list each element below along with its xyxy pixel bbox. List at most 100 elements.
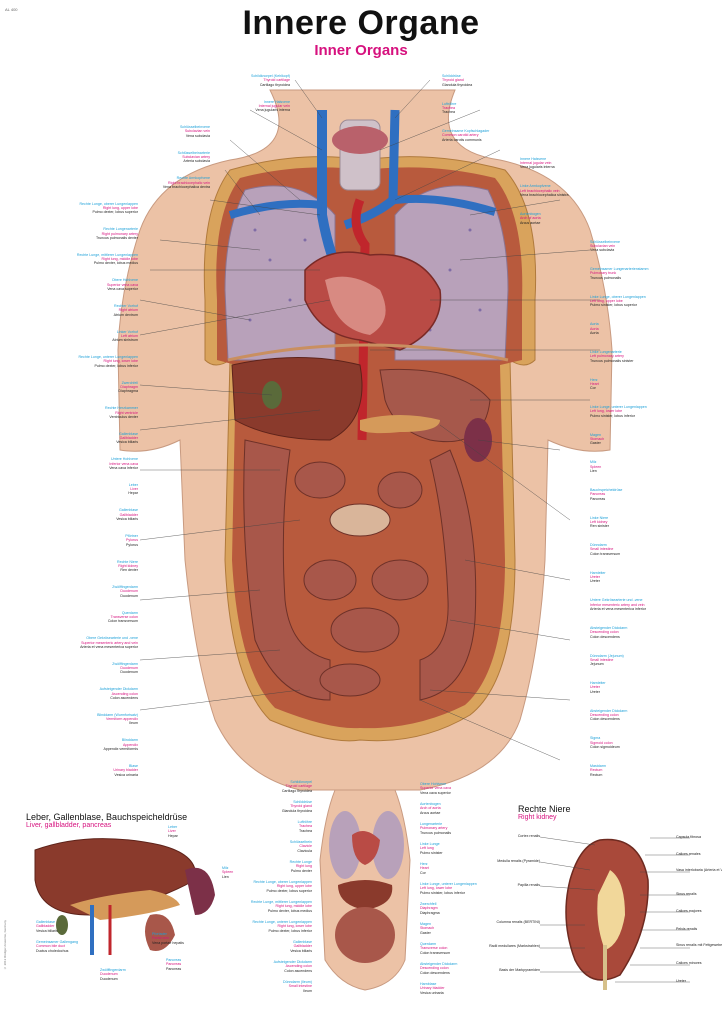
thyroid	[332, 126, 388, 154]
label-de: Gemeinsamer Lungenarterienstamm	[590, 267, 649, 272]
label-la: Pulmo dexter, lobus superior	[266, 888, 312, 893]
label-la: Colon descendens	[590, 634, 620, 639]
label-de: Untere Gekrösearterie und -vene	[590, 598, 643, 603]
anatomy-label: Sinus renalis	[676, 892, 697, 896]
label-de: Rechte Lungenarterie	[103, 227, 138, 232]
label-en: Spleen	[222, 870, 234, 875]
label-en: Thyroid cartilage	[285, 784, 312, 789]
label-la: Pulmo dexter	[290, 868, 312, 873]
label-la: Colon ascendens	[284, 968, 312, 973]
anatomy-label: Basis der Markpyramiden	[450, 968, 540, 972]
label-la: Glandula thyroidea	[281, 808, 312, 813]
label-en: Stomach	[590, 437, 605, 442]
label-la: Cartilago thyroidea	[259, 82, 290, 87]
label-de: Herz	[420, 862, 428, 866]
vein-right	[343, 109, 400, 230]
label-en: Clavicle	[299, 844, 312, 849]
label-de: Leber	[168, 825, 178, 829]
label-la: Cor	[420, 870, 426, 875]
anatomy-label: Blinddarm (Wurmfortsatz)Vermiform append…	[48, 713, 138, 726]
label-de: Schildknorpel	[290, 780, 312, 784]
label-de: Magen	[590, 432, 601, 437]
label-la: Atrium dextrum	[113, 312, 138, 317]
label-la: Aorta	[590, 330, 599, 335]
label-la: Ureter	[590, 579, 600, 584]
label-en: Pulmonary trunk	[590, 271, 617, 276]
label-la: Vesica biliaris	[36, 928, 58, 933]
label-en: Descending colon	[420, 966, 449, 971]
label-de: Rechte Herzkammer	[105, 406, 138, 411]
label-de: Rechte Lunge, unterer Lungenlappen	[252, 920, 312, 924]
label-la: Pancreas	[590, 496, 606, 501]
label-en: Transverse colon	[420, 946, 448, 951]
label-de: Blinddarm (Wurmfortsatz)	[97, 712, 138, 717]
label-de: Obere Hohlvene	[111, 278, 138, 283]
label-de: Gallenblase	[119, 431, 138, 436]
diaphragm	[227, 343, 509, 362]
label-en: Diaphragm	[420, 906, 438, 911]
label-de: Mastdarm	[590, 764, 606, 768]
label-la: Duodenum	[100, 976, 118, 981]
label-la: Vesica biliaris	[290, 948, 312, 953]
label-en: Rectum	[590, 768, 603, 773]
label-la: Arteria et vena mesenterica inferior	[590, 606, 646, 611]
label-de: Querdarm	[121, 610, 138, 615]
label-de: Gemeinsamer Gallengang	[36, 940, 78, 944]
label-la: Ventriculus dexter	[109, 414, 138, 419]
label-la: Duodenum	[120, 670, 138, 675]
label-la: Vena cava superior	[420, 790, 451, 795]
label-de: Pförtner	[125, 534, 138, 538]
label-en: Left lung	[420, 846, 434, 851]
label-la: Radii medullares (Markstrahlen)	[489, 944, 540, 948]
label-la: Appendix vermiformis	[103, 747, 138, 752]
label-de: Rechte Lunge, mittlerer Lungenlappen	[76, 252, 138, 257]
label-de: Pfortader	[152, 932, 167, 936]
label-la: Basis der Markpyramiden	[499, 968, 540, 972]
label-de: Aufsteigender Dickdarm	[273, 960, 312, 964]
anatomy-label: Cortex renalis	[450, 834, 540, 838]
label-en: Gallbladder	[119, 512, 138, 517]
poster-code: AL 400	[5, 7, 18, 12]
label-la: Colon transversum	[590, 551, 621, 556]
label-de: Zwölffingerdarm	[112, 585, 138, 590]
anatomy-label: Ureter	[676, 979, 686, 983]
label-de: Milz	[222, 866, 229, 870]
label-en: Small intestine	[590, 657, 614, 662]
label-de: Obere Hohlvene	[420, 782, 447, 786]
label-en: Inferior vena cava	[109, 461, 138, 466]
label-en: Pancreas	[590, 492, 606, 497]
label-en: Heart	[420, 866, 429, 871]
label-en: Right kidney	[118, 563, 138, 568]
label-la: Truncus pulmonalis	[420, 830, 452, 835]
label-de: Pancreas	[166, 958, 182, 962]
label-en: Inferior mesenteric artery and vein	[590, 602, 645, 607]
inset-torso-illustration	[319, 789, 411, 991]
label-en: Aorta	[590, 326, 599, 331]
anatomy-label: Sinus renalis mit Fettgewebe	[676, 943, 722, 947]
label-la: Pulmo sinister, lobus superior	[590, 303, 637, 308]
label-la: Ductus choledochus	[36, 948, 69, 953]
subclavian-right	[394, 194, 497, 216]
